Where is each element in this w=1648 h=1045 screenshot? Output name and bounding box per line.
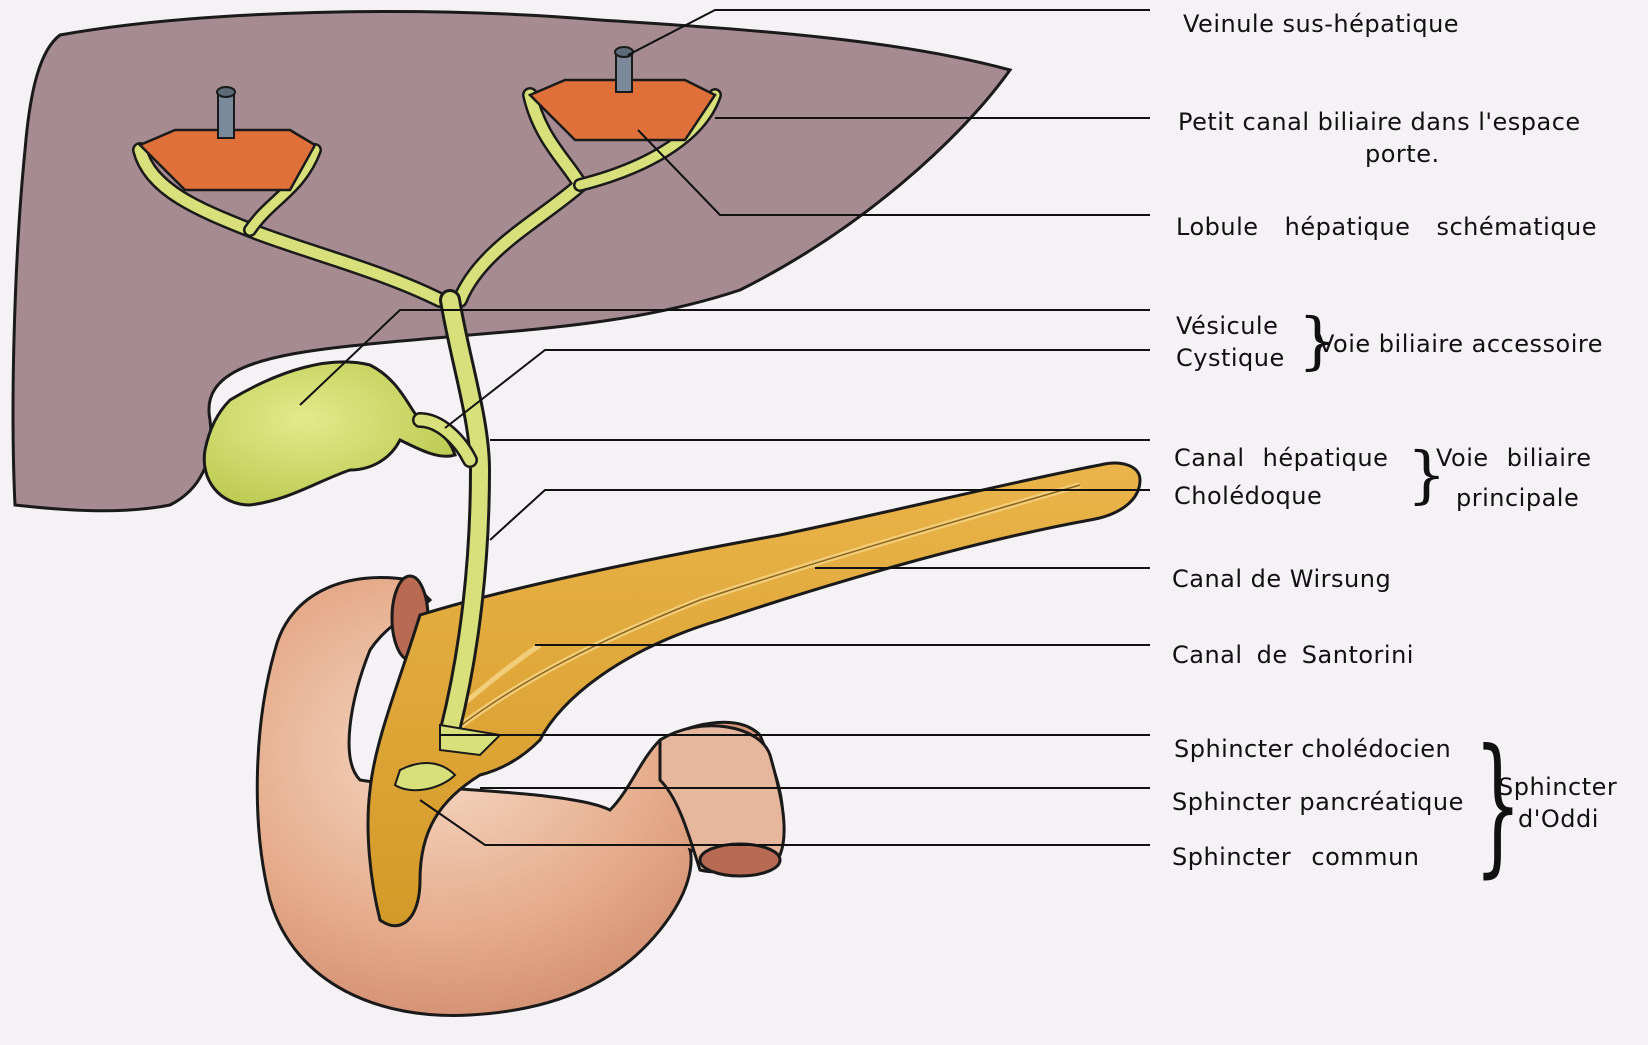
- jejunum-opening: [700, 844, 780, 876]
- label-lobule-hepatique: Lobule hépatique schématique: [1176, 213, 1597, 241]
- label-sphincter-choledocien: Sphincter cholédocien: [1174, 735, 1451, 763]
- label-cystique: Cystique: [1176, 344, 1285, 372]
- gallbladder: [204, 362, 455, 505]
- label-oddi-line2: d'Oddi: [1518, 805, 1599, 833]
- label-canal-santorini: Canal de Santorini: [1172, 641, 1414, 669]
- label-sphincter-pancreatique: Sphincter pancréatique: [1172, 788, 1464, 816]
- label-choledoque: Cholédoque: [1174, 482, 1322, 510]
- label-voie-principale-line1: Voie biliaire: [1436, 444, 1592, 472]
- brace-oddi: }: [1474, 730, 1522, 880]
- label-vesicule: Vésicule: [1176, 312, 1278, 340]
- label-voie-principale-line2: principale: [1456, 484, 1579, 512]
- label-oddi-line1: Sphincter: [1498, 773, 1617, 801]
- label-petit-canal-line1: Petit canal biliaire dans l'espace: [1178, 108, 1581, 136]
- liver: [13, 12, 1010, 511]
- label-petit-canal-line2: porte.: [1365, 140, 1440, 168]
- label-canal-hepatique: Canal hépatique: [1174, 444, 1388, 472]
- label-canal-wirsung: Canal de Wirsung: [1172, 565, 1391, 593]
- label-sphincter-commun: Sphincter commun: [1172, 843, 1419, 871]
- label-veinule-sus-hepatique: Veinule sus-hépatique: [1183, 10, 1459, 38]
- label-voie-accessoire: Voie biliaire accessoire: [1318, 330, 1603, 358]
